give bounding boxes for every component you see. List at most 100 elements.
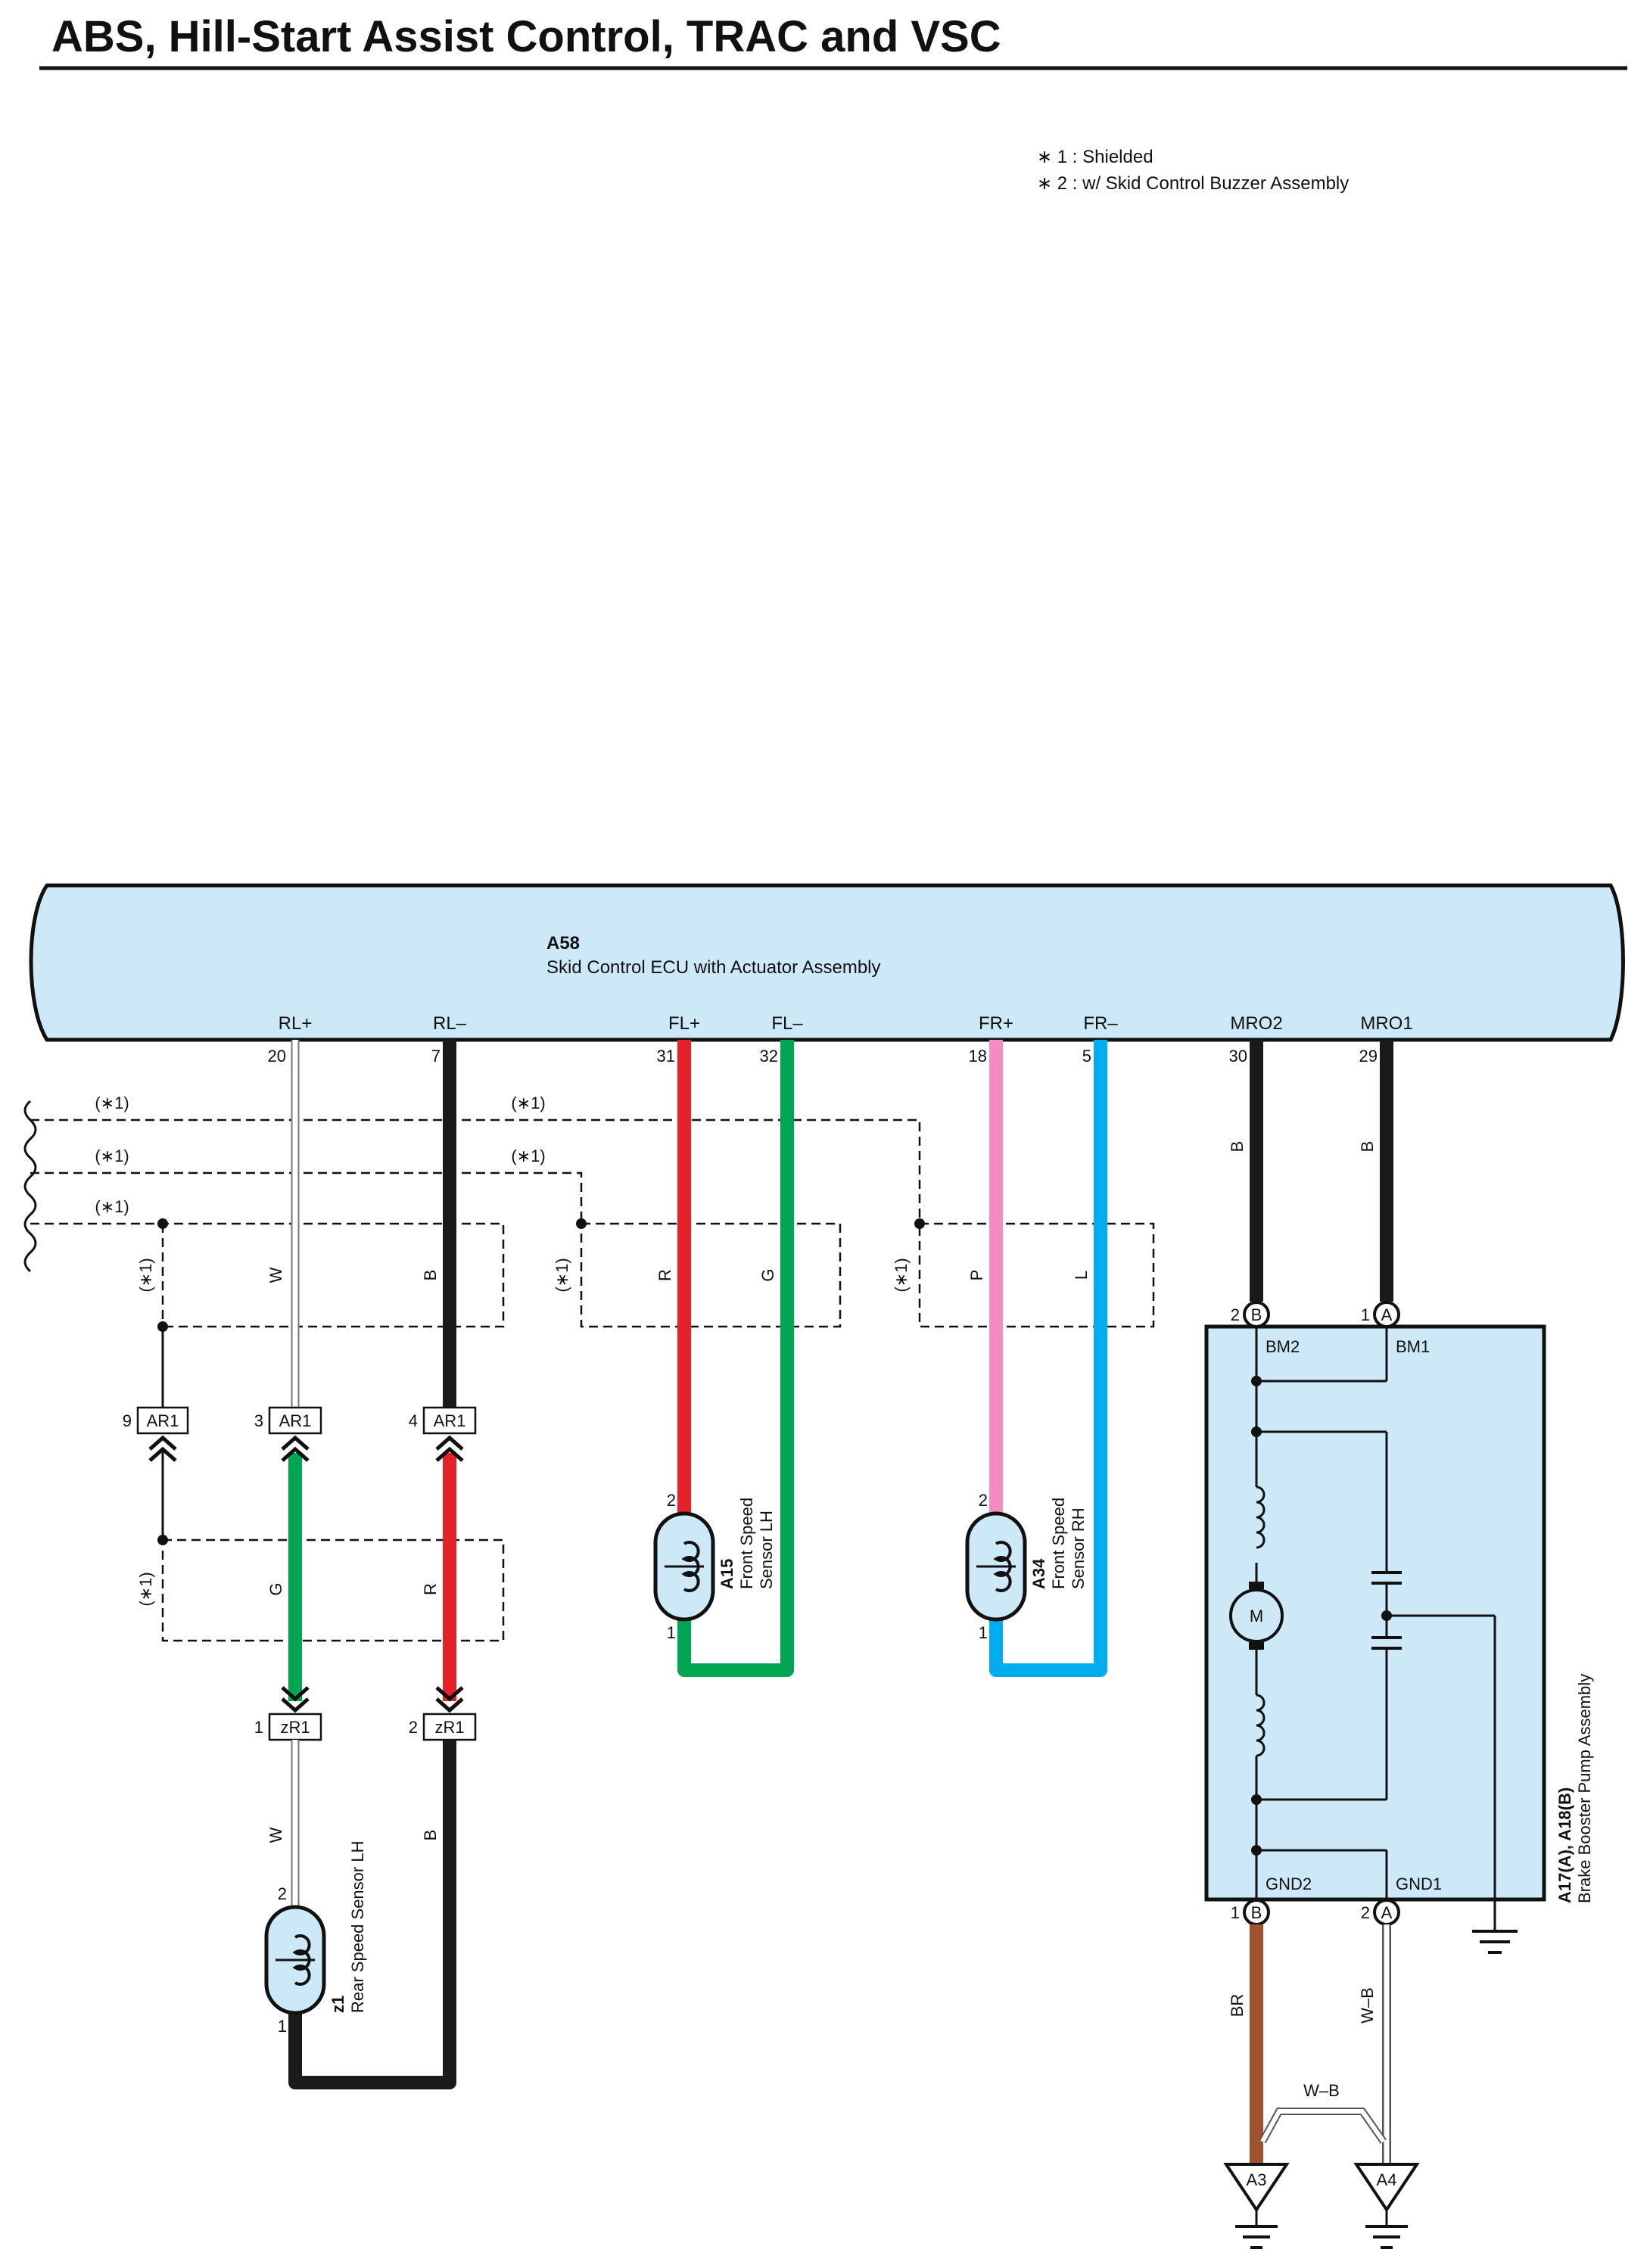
- wire-fl-minus: [677, 1040, 794, 1677]
- wire-code-fr-minus: L: [1072, 1271, 1091, 1280]
- wire-gnd-link: [1259, 2108, 1387, 2144]
- sensor-pin: 1: [979, 1623, 988, 1642]
- pump-node: [1251, 1794, 1262, 1805]
- shield-tag: (∗1): [136, 1572, 155, 1606]
- pump-node: [1251, 1845, 1262, 1856]
- wire-code-rear-sensor-plus: W: [266, 1827, 285, 1843]
- ecu-pin-30: 30: [1229, 1047, 1247, 1066]
- sensor-pin: 2: [667, 1491, 676, 1510]
- ecu-name: Skid Control ECU with Actuator Assembly: [546, 957, 881, 978]
- shield-tag: (∗1): [95, 1094, 129, 1112]
- shield-tag: (∗1): [553, 1258, 571, 1292]
- ecu-pin-32: 32: [760, 1047, 778, 1066]
- pump-pin-label: BM2: [1266, 1337, 1300, 1356]
- shield-lines: [30, 1118, 1155, 1642]
- pump-code: A17(A), A18(B): [1555, 1787, 1574, 1903]
- connector-ar1-label: AR1: [279, 1411, 312, 1430]
- shield-junction: [576, 1218, 587, 1229]
- ground-point-a4: [1353, 2163, 1420, 2249]
- ecu-signal-fl-minus: FL–: [771, 1013, 803, 1034]
- wire-rear-sensor-minus: [288, 1740, 456, 2089]
- ecu-code: A58: [546, 933, 580, 954]
- sensor-name: Sensor LH: [757, 1510, 776, 1589]
- sensor-code: z1: [328, 1996, 347, 2013]
- ecu-signal-fr-minus: FR–: [1083, 1013, 1118, 1034]
- shield-tag: (∗1): [892, 1258, 911, 1292]
- page-title: ABS, Hill-Start Assist Control, TRAC and…: [51, 12, 1001, 61]
- shield-tag: (∗1): [511, 1146, 545, 1165]
- pump-internal-wiring: [1255, 1327, 1496, 1931]
- wire-code-rl-plus: W: [266, 1267, 285, 1283]
- ar1-pin: 3: [254, 1411, 263, 1430]
- ground-icon: [1472, 1930, 1518, 1954]
- shield-junction: [914, 1218, 925, 1229]
- ecu-signal-mro1: MRO1: [1360, 1013, 1412, 1034]
- wire-code-rear-plus: G: [266, 1582, 285, 1595]
- pump-node: [1251, 1376, 1262, 1386]
- connector-ar1: [136, 1406, 477, 1435]
- ecu-pin-20: 20: [268, 1047, 286, 1066]
- connector-zr1-label: zR1: [434, 1718, 464, 1737]
- ground-label: A4: [1377, 2170, 1397, 2189]
- note-shielded: ∗ 1 : Shielded: [1037, 147, 1153, 167]
- shield-tag: (∗1): [136, 1258, 155, 1292]
- coil-icon: [965, 1511, 1027, 1622]
- pump-terminal-letter: A: [1381, 1305, 1393, 1324]
- shield-junction: [157, 1218, 168, 1229]
- inductor-icon: [1256, 1694, 1266, 1757]
- wire-code-gnd2: BR: [1228, 1994, 1247, 2018]
- pump-pin-label: GND1: [1396, 1874, 1442, 1893]
- ecu-signal-fr-plus: FR+: [979, 1013, 1013, 1034]
- ground-point-a3: [1223, 2163, 1290, 2249]
- ecu-pin-31: 31: [657, 1047, 675, 1066]
- chevron-up-icon: [281, 1435, 464, 1462]
- wire-code-gnd1: W–B: [1358, 1987, 1377, 2024]
- note-buzzer: ∗ 2 : w/ Skid Control Buzzer Assembly: [1037, 173, 1349, 194]
- wire-fr-minus: [989, 1040, 1107, 1677]
- wire-code-fl-minus: G: [758, 1268, 777, 1281]
- motor-icon: [1229, 1566, 1284, 1665]
- shield-tag: (∗1): [511, 1094, 545, 1112]
- ar1-pin: 4: [409, 1411, 418, 1430]
- ecu-pin-5: 5: [1082, 1047, 1091, 1066]
- sensor-code: A34: [1029, 1558, 1048, 1589]
- pump-name: Brake Booster Pump Assembly: [1575, 1674, 1594, 1903]
- coil-icon: [264, 1905, 326, 2015]
- pump-terminal-letter: A: [1381, 1903, 1393, 1922]
- wire-code-gnd-link: W–B: [1303, 2081, 1340, 2100]
- ecu-pin-29: 29: [1359, 1047, 1378, 1066]
- sensor-pin: 1: [667, 1623, 676, 1642]
- pump-node: [1381, 1610, 1392, 1621]
- shield-tag: (∗1): [95, 1197, 129, 1216]
- chevron-down-icon: [281, 1686, 464, 1713]
- shield-tag: (∗1): [95, 1146, 129, 1165]
- pump-pin-label: GND2: [1266, 1874, 1312, 1893]
- pump-terminal-letter: B: [1251, 1903, 1262, 1922]
- ar1-pin: 9: [123, 1411, 132, 1430]
- shield-wavy-edge: [23, 1100, 37, 1273]
- ecu-signal-fl-plus: FL+: [668, 1013, 700, 1034]
- sensor-pin: 1: [278, 2017, 287, 2036]
- sensor-name: Front Speed: [1049, 1498, 1068, 1589]
- ecu-box: [29, 883, 1625, 1042]
- zr1-pin: 2: [409, 1718, 418, 1737]
- wire-code-mro2: B: [1228, 1141, 1247, 1153]
- wire-code-rear-minus: R: [421, 1583, 440, 1595]
- ecu-pin-18: 18: [969, 1047, 987, 1066]
- pump-node: [1251, 1426, 1262, 1437]
- wire-code-mro1: B: [1358, 1141, 1377, 1153]
- ecu-pin-7: 7: [431, 1047, 441, 1066]
- sensor-name: Front Speed: [737, 1498, 756, 1589]
- sensor-code: A15: [718, 1559, 736, 1589]
- ecu-signal-rl-minus: RL–: [433, 1013, 467, 1034]
- connector-zr1-label: zR1: [280, 1718, 310, 1737]
- coil-icon: [653, 1511, 715, 1622]
- sensor-name: Sensor RH: [1069, 1507, 1088, 1589]
- sensor-pin: 2: [979, 1491, 988, 1510]
- connector-ar1-label: AR1: [147, 1411, 179, 1430]
- ecu-signal-mro2: MRO2: [1230, 1013, 1282, 1034]
- wire-code-rear-sensor-minus: B: [421, 1830, 440, 1841]
- pump-terminal-num: 2: [1361, 1903, 1370, 1922]
- motor-label: M: [1250, 1607, 1263, 1626]
